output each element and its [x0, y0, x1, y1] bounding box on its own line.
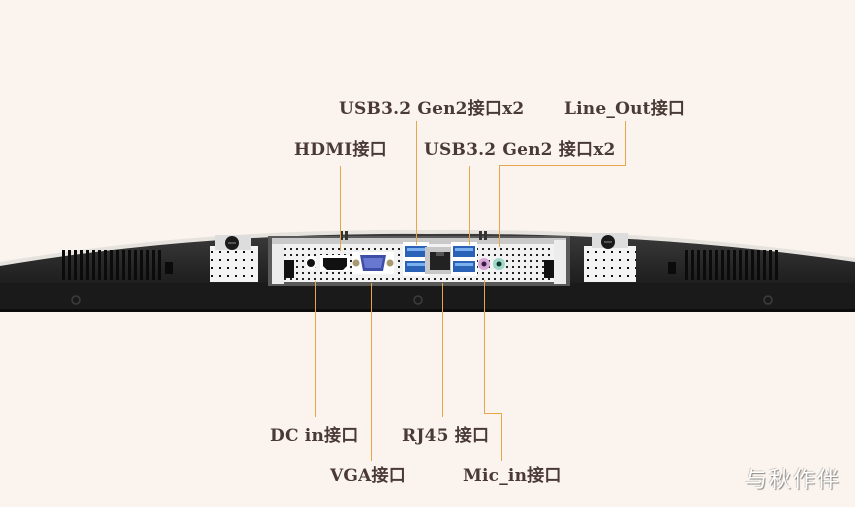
usb-port-a1	[405, 246, 427, 257]
label-rj45: RJ45 接口	[402, 426, 490, 446]
hdmi-port	[323, 258, 347, 270]
label-dc-in: DC in接口	[270, 426, 359, 446]
callout-line-hdmi	[340, 166, 341, 251]
callout-line-mic-in-h	[484, 413, 501, 414]
callout-line-usb-b	[469, 166, 470, 245]
monitor-base-strip	[0, 283, 855, 311]
watermark: 与秋作伴	[744, 468, 841, 493]
screw-hole-right	[763, 295, 773, 305]
usb-port-a2	[405, 261, 427, 272]
label-line-out: Line_Out接口	[564, 99, 686, 119]
label-hdmi: HDMI接口	[294, 140, 387, 160]
callout-line-vga	[371, 283, 372, 461]
screw-hole-left	[71, 295, 81, 305]
callout-line-usb-a	[416, 121, 417, 245]
rj45-port	[430, 252, 450, 270]
label-usb-b: USB3.2 Gen2 接口x2	[424, 140, 616, 160]
right-vent	[668, 250, 778, 280]
label-usb-a: USB3.2 Gen2接口x2	[339, 99, 525, 119]
callout-line-dc-in	[315, 281, 316, 417]
callout-line-rj45	[442, 283, 443, 417]
callout-line-mic-in-v2	[501, 413, 502, 461]
left-mount-plate	[210, 235, 258, 282]
right-mount-plate	[584, 233, 636, 282]
usb-port-b1	[453, 246, 475, 257]
left-vent	[62, 250, 173, 280]
usb-port-b2	[453, 261, 475, 272]
callout-line-line-out-h	[499, 165, 626, 166]
label-vga: VGA接口	[330, 466, 406, 486]
io-panel	[268, 231, 570, 286]
callout-line-mic-in-v1	[484, 280, 485, 413]
screw-hole-center	[413, 295, 423, 305]
callout-line-line-out-v1	[625, 121, 626, 165]
callout-line-line-out-v2	[499, 165, 500, 247]
label-mic-in: Mic_in接口	[463, 466, 562, 486]
